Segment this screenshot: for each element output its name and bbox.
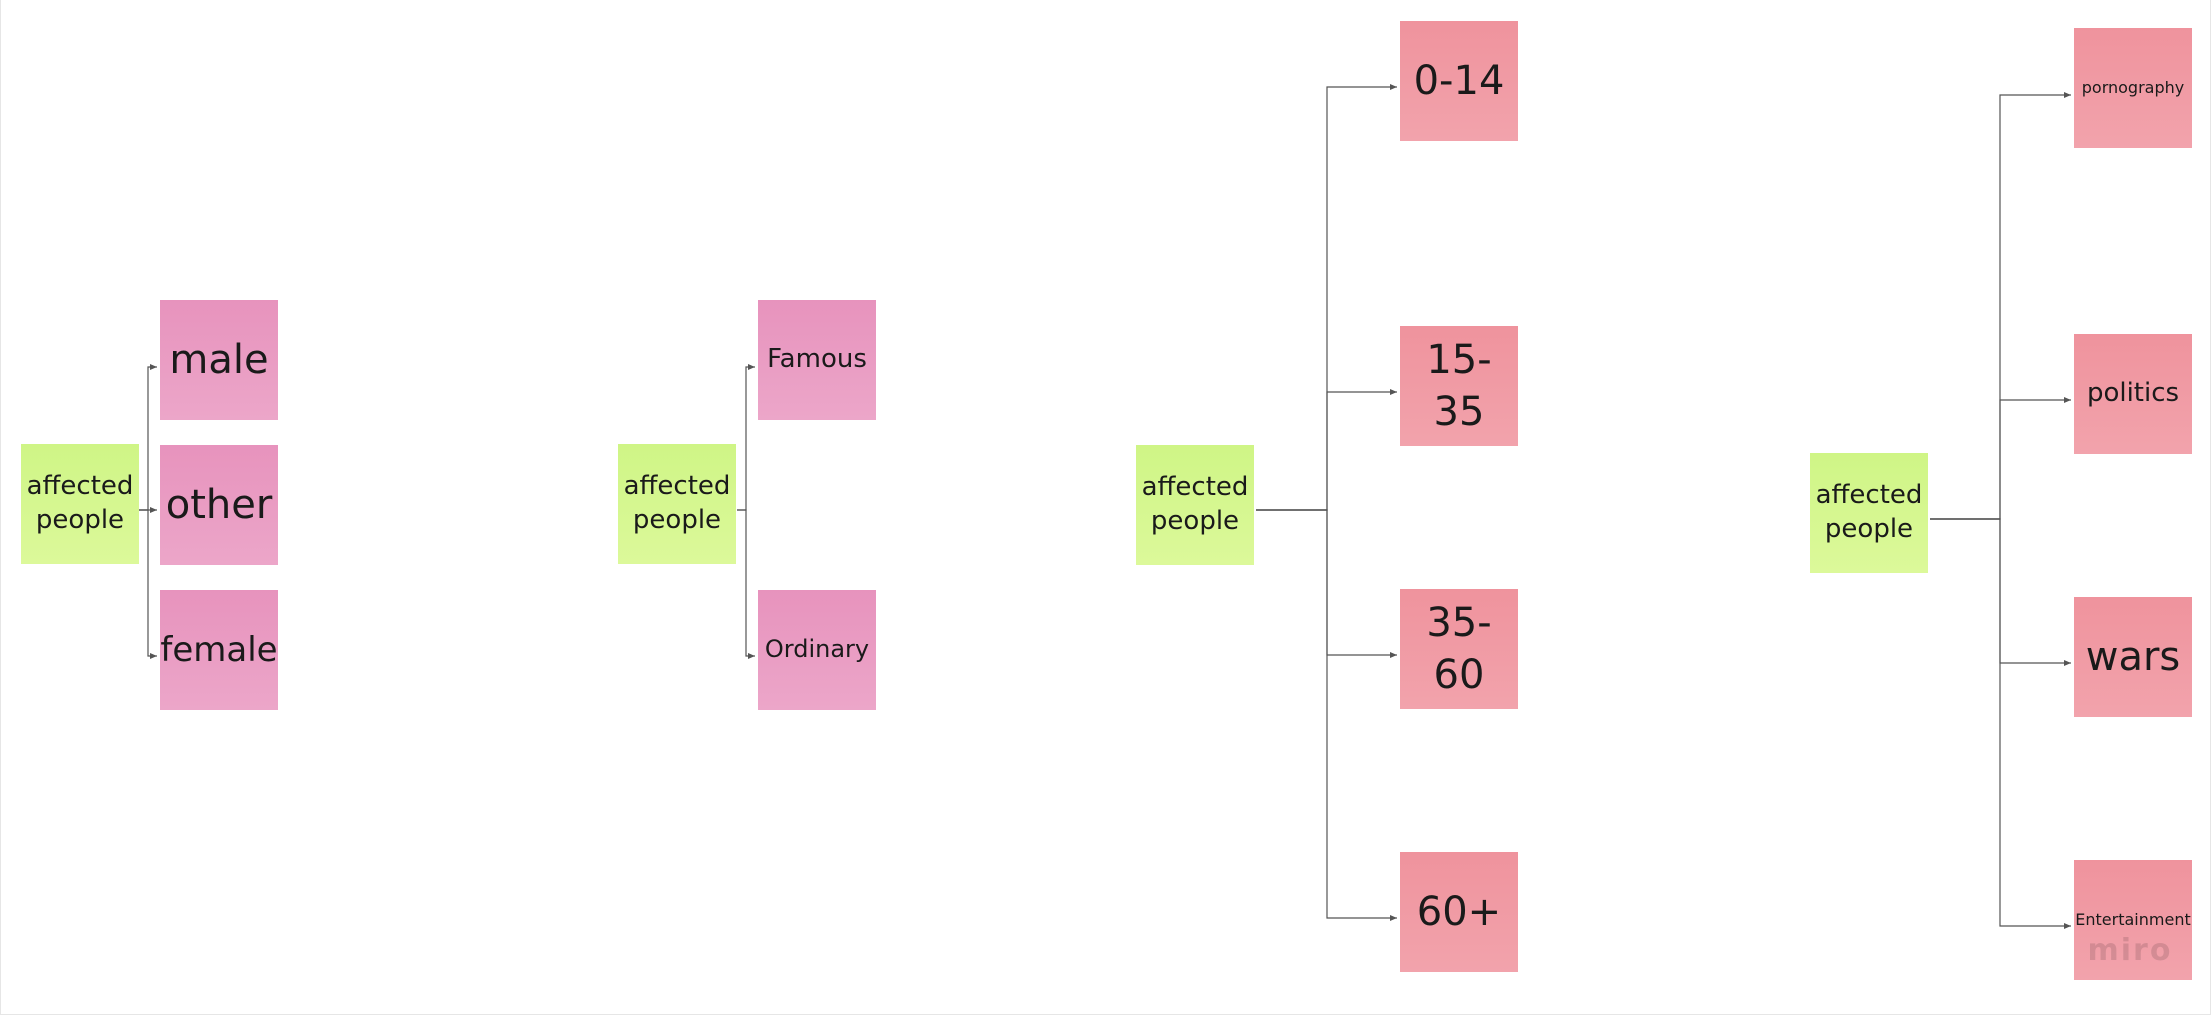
connector-line[interactable] <box>737 509 755 659</box>
sticky-label: Entertainment <box>2075 909 2191 929</box>
connector-line[interactable] <box>1256 389 1397 511</box>
sticky-child-wars[interactable]: wars <box>2074 597 2192 717</box>
sticky-label: 60+ <box>1416 889 1502 935</box>
sticky-root-cluster-1[interactable]: affected people <box>21 444 139 564</box>
sticky-label: wars <box>2085 634 2181 680</box>
sticky-label: Famous <box>767 344 867 375</box>
sticky-label: 35-60 <box>1426 600 1492 698</box>
connector-line[interactable] <box>1256 509 1397 921</box>
sticky-child-entertainment[interactable]: Entertainment <box>2074 860 2192 980</box>
sticky-label: affected people <box>623 471 731 535</box>
sticky-child-politics[interactable]: politics <box>2074 334 2192 454</box>
sticky-label: female <box>160 629 278 670</box>
connector-line[interactable] <box>1930 397 2071 520</box>
connector-line[interactable] <box>737 364 755 511</box>
connector-line[interactable] <box>1930 518 2071 929</box>
sticky-child-female[interactable]: female <box>160 590 278 710</box>
connector-line[interactable] <box>139 509 157 659</box>
sticky-label: 15-35 <box>1426 337 1492 435</box>
sticky-label: affected people <box>26 471 134 535</box>
sticky-label: politics <box>2086 378 2180 409</box>
sticky-label: other <box>165 482 273 528</box>
sticky-child-male[interactable]: male <box>160 300 278 420</box>
sticky-child-other[interactable]: other <box>160 445 278 565</box>
sticky-child-age-60-plus[interactable]: 60+ <box>1400 852 1518 972</box>
sticky-root-cluster-2[interactable]: affected people <box>618 444 736 564</box>
sticky-label: male <box>169 337 269 383</box>
sticky-root-cluster-3[interactable]: affected people <box>1136 445 1254 565</box>
connector-line[interactable] <box>139 364 157 511</box>
sticky-child-pornography[interactable]: pornography <box>2074 28 2192 148</box>
sticky-child-age-0-14[interactable]: 0-14 <box>1400 21 1518 141</box>
miro-watermark: miro <box>2087 932 2173 968</box>
sticky-child-famous[interactable]: Famous <box>758 300 876 420</box>
sticky-root-cluster-4[interactable]: affected people <box>1810 453 1928 573</box>
sticky-label: affected people <box>1815 480 1923 544</box>
sticky-label: 0-14 <box>1413 58 1505 104</box>
sticky-label: affected people <box>1141 472 1249 536</box>
sticky-label: Ordinary <box>764 635 870 664</box>
sticky-child-age-35-60[interactable]: 35-60 <box>1400 589 1518 709</box>
sticky-child-age-15-35[interactable]: 15-35 <box>1400 326 1518 446</box>
sticky-label: pornography <box>2081 77 2185 97</box>
sticky-child-ordinary[interactable]: Ordinary <box>758 590 876 710</box>
